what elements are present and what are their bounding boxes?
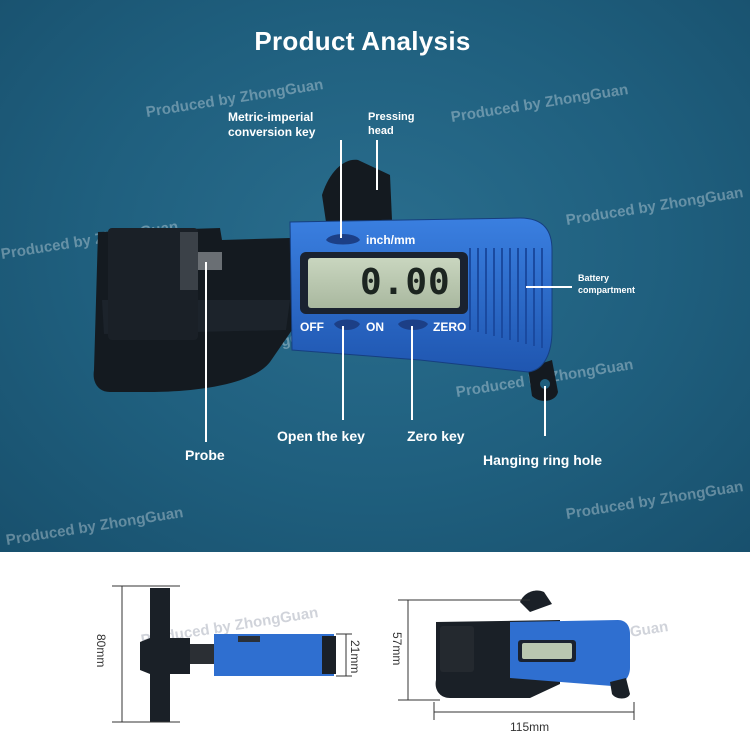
callout-hanging-ring: Hanging ring hole	[483, 452, 602, 468]
pointer-open-key	[342, 326, 344, 420]
dim-21mm-label: 21mm	[348, 640, 362, 674]
lcd-reading: 0.00	[360, 262, 451, 303]
callout-metric-imperial: Metric-imperial conversion key	[228, 110, 315, 140]
probe-block	[108, 228, 222, 340]
dim-21mm-lines	[336, 633, 352, 677]
pointer-battery	[526, 286, 572, 288]
callout-metric-imperial-line1: Metric-imperial	[228, 110, 314, 124]
callout-battery: Battery compartment	[578, 272, 635, 296]
pointer-pressing-head	[376, 140, 378, 190]
callout-pressing-head: Pressing head	[368, 110, 414, 138]
callout-pressing-head-line1: Pressing	[368, 111, 415, 123]
front-view	[435, 590, 630, 699]
callout-battery-line2: compartment	[578, 285, 636, 295]
dim-80mm-label: 80mm	[94, 634, 108, 668]
dim-57mm-label: 57mm	[390, 632, 404, 666]
caliper-illustration	[93, 159, 558, 401]
zero-label: ZERO	[433, 320, 467, 334]
dimension-drawings	[112, 585, 635, 723]
side-view	[140, 588, 336, 722]
callout-open-key: Open the key	[277, 428, 365, 444]
off-label: OFF	[300, 320, 324, 334]
zero-button	[398, 319, 428, 330]
dimensions-panel: Produced by ZhongGuan Produced by ZhongG…	[0, 552, 750, 750]
lcd-screen	[308, 258, 460, 308]
page-title: Product Analysis	[254, 26, 471, 56]
callout-probe: Probe	[185, 447, 225, 463]
dim-80mm-lines	[112, 585, 180, 723]
callout-pressing-head-line2: head	[368, 125, 394, 137]
dim-115mm-label: 115mm	[510, 720, 550, 734]
unit-key-button	[326, 234, 360, 245]
pointer-zero-key	[411, 326, 413, 420]
ring-hole	[540, 379, 550, 389]
dim-57mm-lines	[398, 599, 530, 701]
pointer-hanging-ring	[544, 386, 546, 436]
callout-metric-imperial-line2: conversion key	[228, 125, 316, 139]
battery-ribs	[469, 248, 543, 348]
callout-battery-line1: Battery	[578, 273, 610, 283]
pointer-probe	[205, 262, 207, 442]
unit-key-label: inch/mm	[366, 233, 416, 247]
on-label: ON	[366, 320, 384, 334]
pointer-metric-imperial	[340, 140, 342, 238]
on-off-button	[334, 319, 360, 330]
callout-zero-key: Zero key	[407, 428, 465, 444]
product-analysis-panel: Product Analysis Produced by ZhongGuan P…	[0, 0, 750, 552]
dim-115mm-lines	[433, 702, 635, 720]
